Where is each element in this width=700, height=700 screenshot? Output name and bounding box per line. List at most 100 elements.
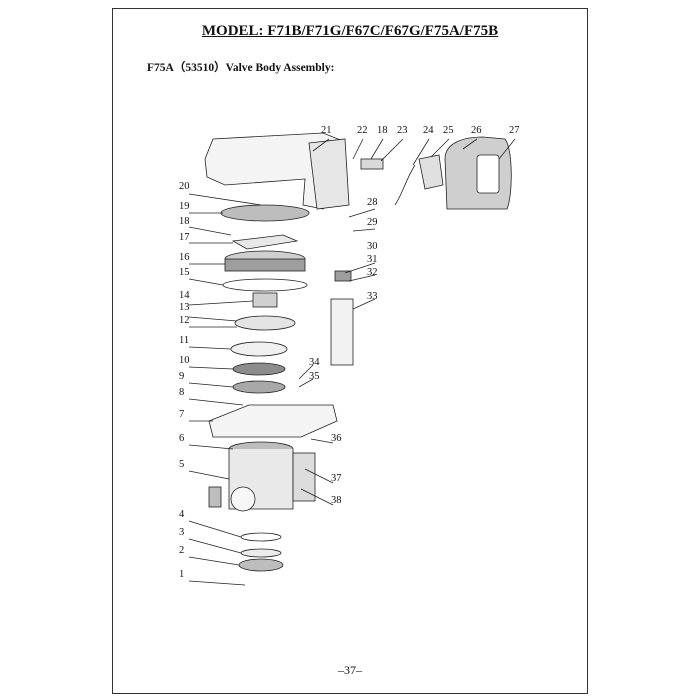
part-label-38: 38	[331, 495, 342, 506]
leader-line	[298, 378, 314, 388]
side-port-part	[208, 486, 222, 508]
moving-disc-part	[230, 341, 288, 357]
assembly-subtitle: F75A（53510）Valve Body Assembly:	[147, 62, 335, 74]
model-title: MODEL: F71B/F71G/F67C/F67G/F75A/F75B	[201, 23, 499, 39]
part-label-7: 7	[179, 409, 184, 420]
leader-line	[310, 438, 334, 444]
leader-line	[352, 298, 376, 310]
leader-line	[188, 444, 234, 450]
part-label-15: 15	[179, 267, 190, 278]
part-label-17: 17	[179, 232, 190, 243]
main-gear-part	[220, 204, 310, 222]
part-label-32: 32	[367, 267, 378, 278]
lower-o-ring-part	[240, 532, 282, 542]
leader-line	[188, 366, 234, 370]
leader-line	[462, 138, 478, 150]
shaft-part	[252, 292, 278, 308]
leader-line	[188, 470, 230, 480]
part-label-26: 26	[471, 125, 482, 136]
leader-line	[380, 138, 404, 162]
connector-part	[360, 158, 384, 170]
display-window-part	[476, 154, 500, 194]
fixed-disc-part	[232, 362, 286, 376]
page-number: –37–	[338, 663, 362, 677]
leader-line	[188, 382, 234, 388]
part-label-14: 14	[179, 290, 190, 301]
leader-line	[300, 488, 334, 506]
leader-line	[188, 346, 232, 350]
part-label-35: 35	[309, 371, 320, 382]
part-label-1: 1	[179, 569, 184, 580]
part-label-20: 20	[179, 181, 190, 192]
part-label-30: 30	[367, 241, 378, 252]
leader-line	[344, 262, 376, 274]
part-label-36: 36	[331, 433, 342, 444]
mounting-frame-part	[208, 404, 338, 438]
part-label-12: 12	[179, 315, 190, 326]
part-label-8: 8	[179, 387, 184, 398]
part-label-29: 29	[367, 217, 378, 228]
part-label-10: 10	[179, 355, 190, 366]
piston-cylinder-part	[330, 298, 354, 366]
part-label-16: 16	[179, 252, 190, 263]
leader-line	[188, 520, 242, 538]
leader-line	[298, 364, 314, 380]
exploded-view-diagram: 20 19 18 17 16 15 14 13 12 11 10 9 8 7 6…	[179, 125, 520, 586]
leader-line	[370, 138, 384, 160]
adapter-ring-part	[240, 548, 282, 558]
leader-line	[188, 556, 240, 566]
retaining-plate-part	[231, 234, 299, 250]
part-label-34: 34	[309, 357, 320, 368]
part-label-27: 27	[509, 125, 520, 136]
part-label-21: 21	[321, 125, 332, 136]
part-label-3: 3	[179, 527, 184, 538]
part-label-9: 9	[179, 371, 184, 382]
part-label-18: 18	[179, 216, 190, 227]
leader-line	[188, 226, 232, 236]
leader-line	[188, 580, 246, 586]
leader-line	[304, 468, 334, 484]
part-label-19: 19	[179, 201, 190, 212]
part-label-22: 22	[357, 125, 368, 136]
manual-page: MODEL: F71B/F71G/F67C/F67G/F75A/F75B F75…	[112, 8, 588, 694]
leader-line	[312, 138, 330, 152]
leader-line	[188, 538, 242, 554]
small-gear-part	[334, 270, 352, 282]
inlet-port-part	[230, 486, 256, 512]
part-label-4: 4	[179, 509, 185, 520]
part-label-25: 25	[443, 125, 454, 136]
part-label-18-top: 18	[377, 125, 388, 136]
drum-body-part	[224, 258, 306, 272]
circuit-board-part	[418, 154, 444, 190]
leader-line	[352, 228, 376, 232]
leader-line	[498, 138, 516, 160]
part-label-31: 31	[367, 254, 378, 265]
leader-line	[188, 316, 238, 322]
part-label-24: 24	[423, 125, 434, 136]
leader-line	[348, 208, 376, 218]
front-panel-part	[308, 138, 350, 210]
part-label-33: 33	[367, 291, 378, 302]
leader-line	[430, 138, 450, 158]
o-ring-part	[222, 278, 308, 292]
part-label-11: 11	[179, 335, 189, 346]
part-label-5: 5	[179, 459, 184, 470]
leader-line	[188, 193, 262, 206]
leader-line	[348, 274, 376, 282]
leader-line	[188, 278, 224, 286]
part-label-23: 23	[397, 125, 408, 136]
leader-line	[352, 138, 364, 160]
leader-line	[188, 398, 244, 406]
gasket-part	[232, 380, 286, 394]
part-label-2: 2	[179, 545, 184, 556]
part-label-37: 37	[331, 473, 342, 484]
part-label-13: 13	[179, 302, 190, 313]
leader-line	[412, 138, 430, 166]
seal-part	[234, 315, 296, 331]
leader-line	[188, 300, 254, 306]
side-housing-part	[292, 452, 316, 502]
part-label-28: 28	[367, 197, 378, 208]
cable-part	[394, 164, 416, 206]
part-label-6: 6	[179, 433, 184, 444]
bottom-adapter-part	[238, 558, 284, 572]
